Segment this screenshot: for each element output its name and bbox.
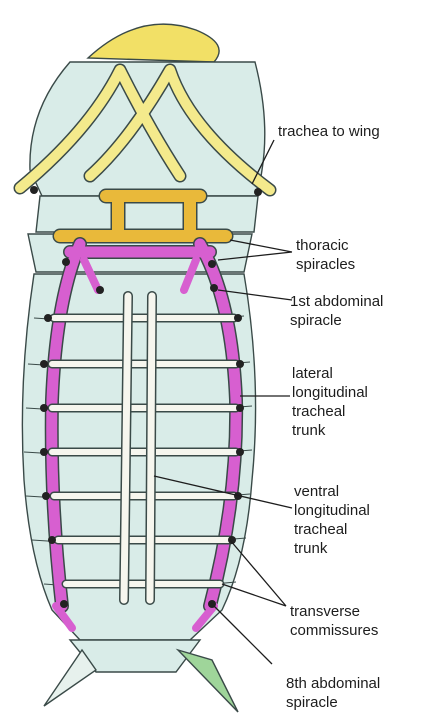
label-line: tracheal: [292, 402, 368, 421]
label-trachea-to-wing: trachea to wing: [278, 122, 380, 141]
spiracle: [40, 448, 48, 456]
label-line: lateral: [292, 364, 368, 383]
label-line: tracheal: [294, 520, 370, 539]
spiracle: [40, 360, 48, 368]
spiracle: [40, 404, 48, 412]
label-line: spiracles: [296, 255, 355, 274]
spiracle: [210, 284, 218, 292]
leader-line-8th-abdominal-spiracle: [214, 606, 272, 664]
spiracle: [60, 600, 68, 608]
label-1st-abdominal-spiracle: 1st abdominal spiracle: [290, 292, 383, 330]
label-transverse-commissures: transverse commissures: [290, 602, 378, 640]
spiracle: [96, 286, 104, 294]
label-thoracic-spiracles: thoracic spiracles: [296, 236, 355, 274]
head-capsule: [88, 24, 219, 62]
label-line: 8th abdominal: [286, 674, 380, 693]
spiracle: [62, 258, 70, 266]
label-line: spiracle: [286, 693, 380, 712]
label-line: trunk: [292, 421, 368, 440]
label-8th-abdominal-spiracle: 8th abdominal spiracle: [286, 674, 380, 712]
spiracle: [236, 404, 244, 412]
label-line: transverse: [290, 602, 378, 621]
tail-left: [44, 650, 96, 706]
spiracle: [30, 186, 38, 194]
spiracle: [208, 260, 216, 268]
label-line: thoracic: [296, 236, 355, 255]
label-line: trachea to wing: [278, 122, 380, 141]
label-ventral-longitudinal-tracheal-trunk: ventral longitudinal tracheal trunk: [294, 482, 370, 558]
spiracle: [236, 360, 244, 368]
label-line: spiracle: [290, 311, 383, 330]
spiracle: [234, 314, 242, 322]
label-line: ventral: [294, 482, 370, 501]
spiracle: [254, 188, 262, 196]
label-lateral-longitudinal-tracheal-trunk: lateral longitudinal tracheal trunk: [292, 364, 368, 440]
tail-right: [178, 650, 238, 712]
spiracle: [236, 448, 244, 456]
spiracle: [48, 536, 56, 544]
label-line: commissures: [290, 621, 378, 640]
label-line: 1st abdominal: [290, 292, 383, 311]
spiracle: [42, 492, 50, 500]
label-line: trunk: [294, 539, 370, 558]
label-line: longitudinal: [292, 383, 368, 402]
label-line: longitudinal: [294, 501, 370, 520]
spiracle: [44, 314, 52, 322]
